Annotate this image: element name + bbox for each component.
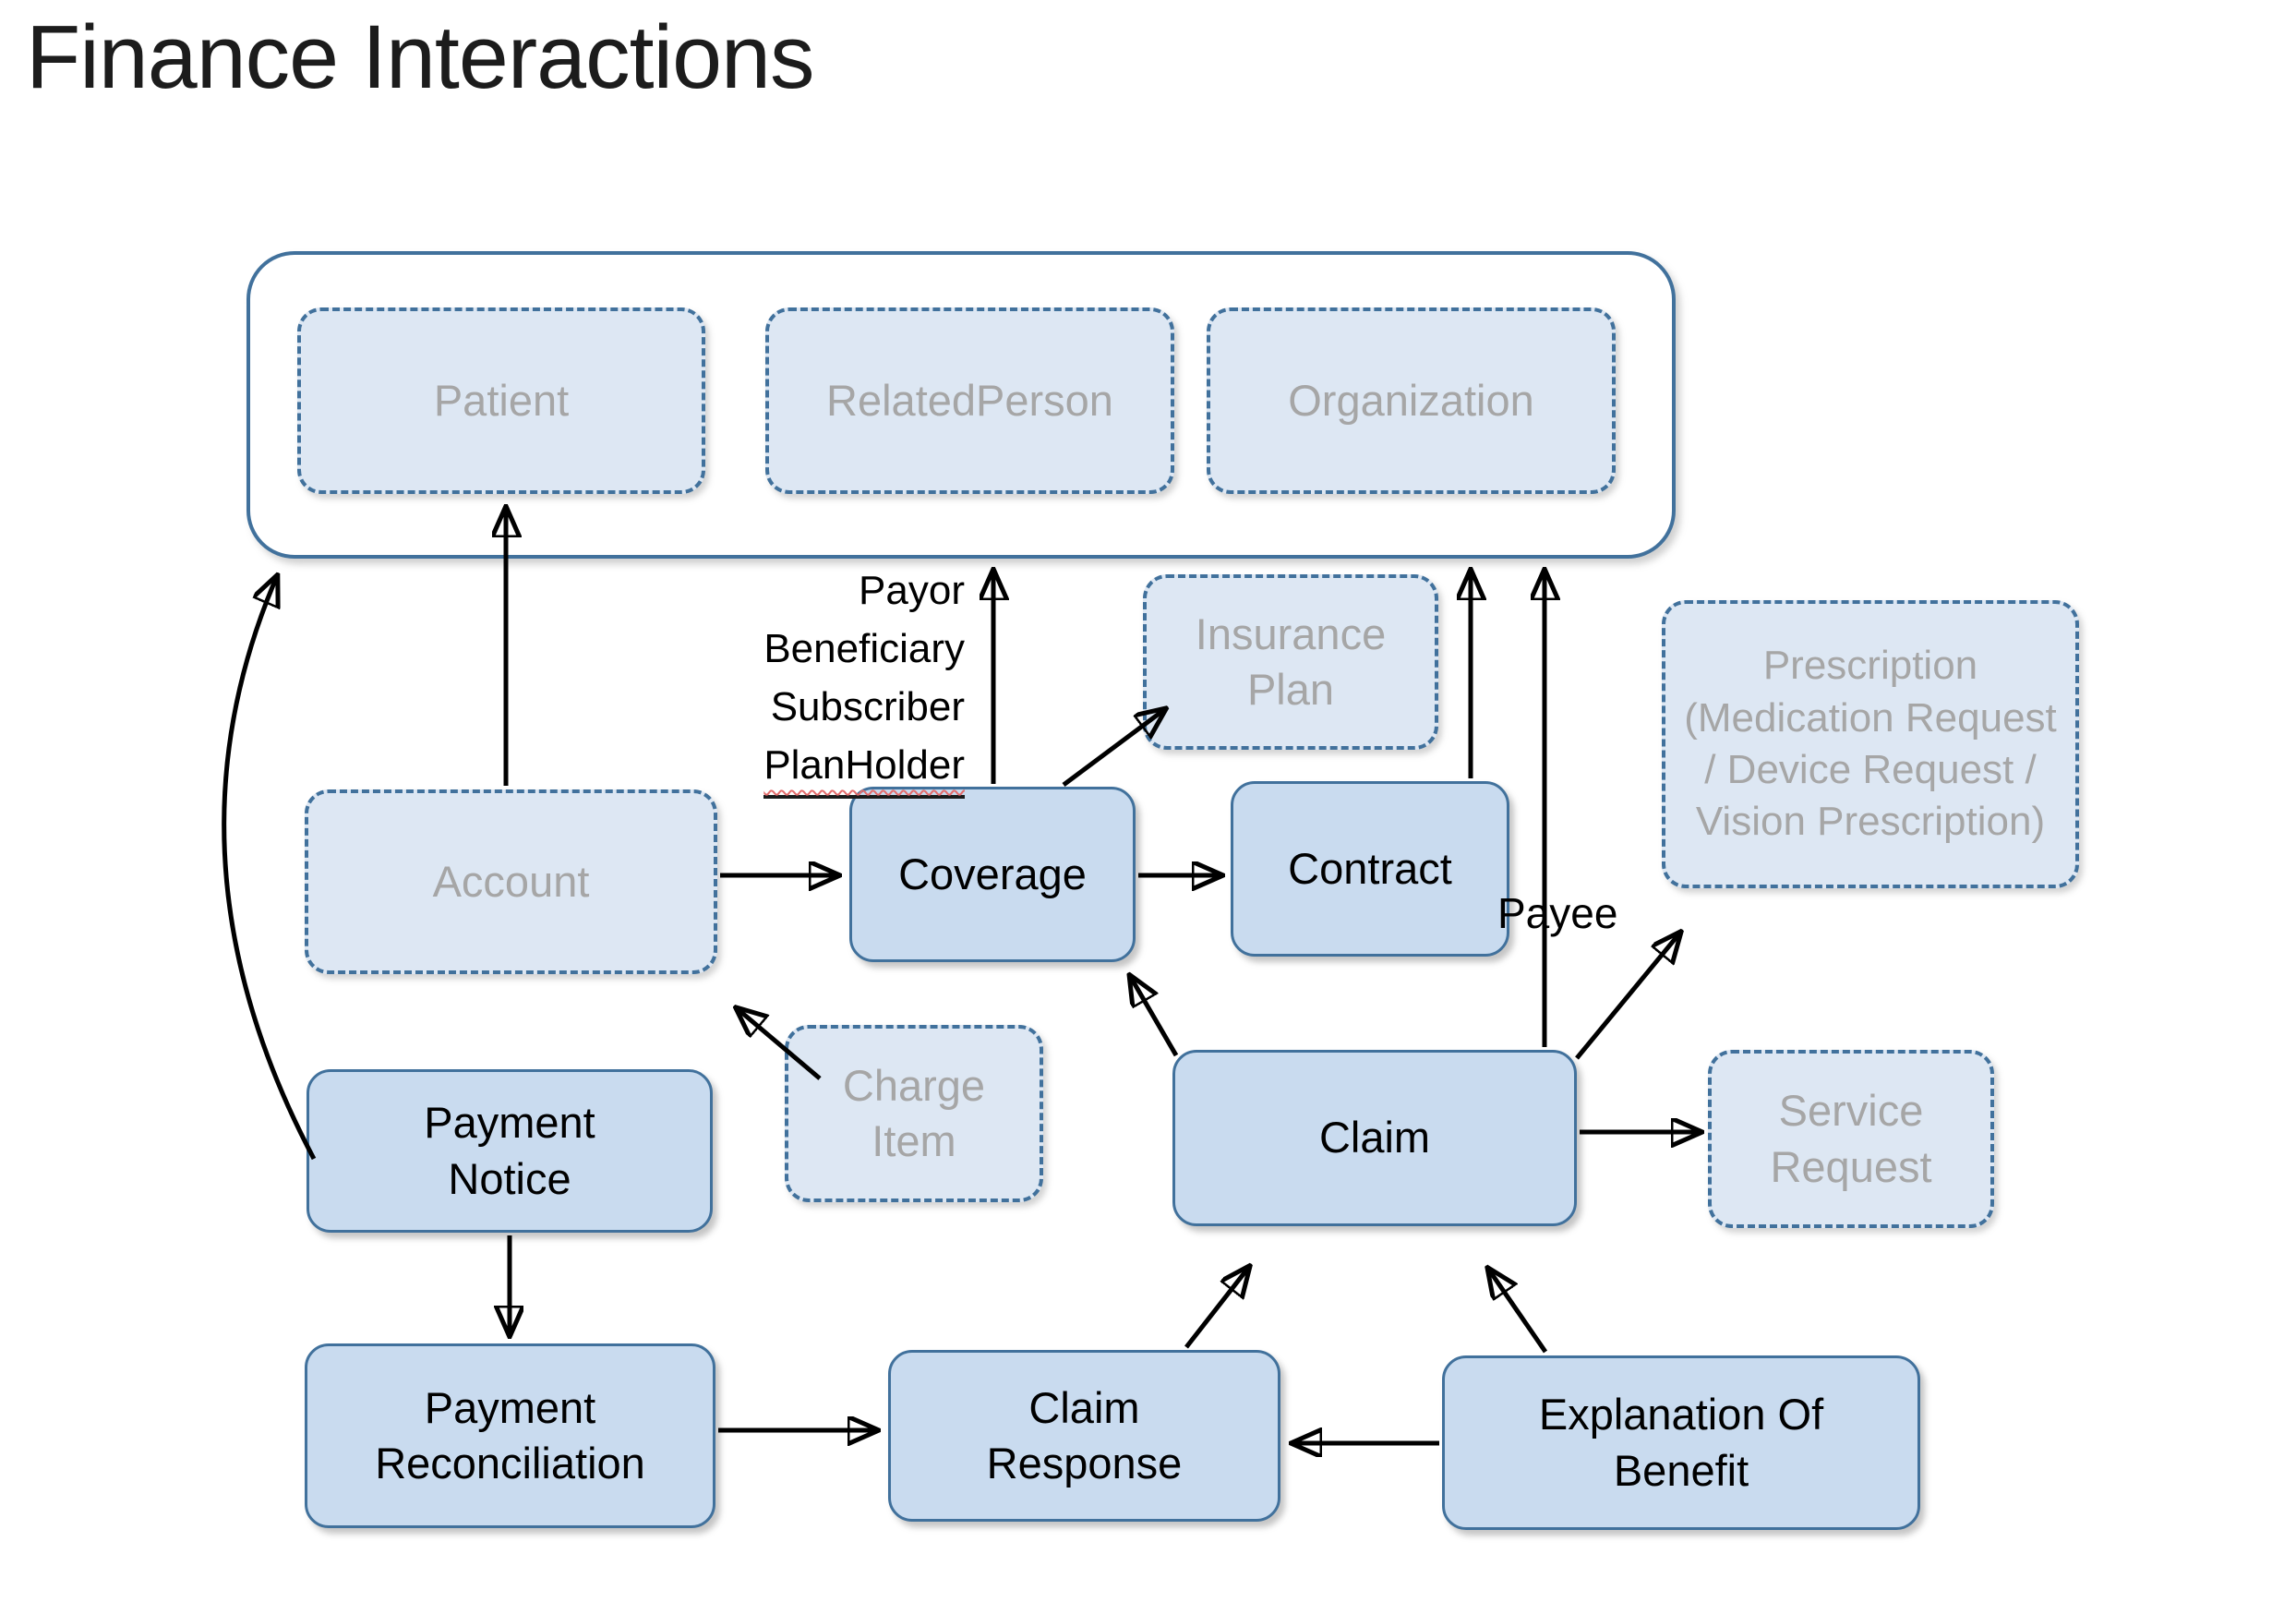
arrow-claim-payee: [1575, 933, 1680, 1060]
page-title: Finance Interactions: [26, 6, 814, 107]
node-charge-item: Charge Item: [785, 1025, 1043, 1202]
node-account: Account: [305, 789, 717, 974]
payee-label: Payee: [1497, 889, 1618, 937]
node-insurance-plan: Insurance Plan: [1143, 574, 1438, 750]
node-patient: Patient: [297, 307, 705, 494]
arrow-payment-notice-to-party-group: [222, 576, 317, 1161]
arrow-claim-response-to-claim: [1184, 1267, 1249, 1349]
coverage-role-subscriber: Subscriber: [770, 684, 965, 729]
node-prescription: Prescription (Medication Request / Devic…: [1662, 600, 2079, 888]
node-claim: Claim: [1172, 1050, 1577, 1226]
node-coverage: Coverage: [849, 787, 1136, 962]
node-service-request: Service Request: [1708, 1050, 1994, 1228]
node-payment-notice: Payment Notice: [307, 1069, 713, 1233]
node-claim-response: Claim Response: [888, 1350, 1280, 1522]
node-related-person: RelatedPerson: [765, 307, 1174, 494]
arrow-explanation-of-benefit-to-claim: [1488, 1269, 1548, 1354]
coverage-role-planholder: PlanHolder: [763, 736, 965, 799]
node-explanation-of-benefit: Explanation Of Benefit: [1442, 1355, 1920, 1530]
coverage-roles-label: Payor Beneficiary Subscriber PlanHolder: [637, 561, 965, 799]
coverage-role-payor: Payor: [859, 568, 965, 613]
node-organization: Organization: [1207, 307, 1616, 494]
node-contract: Contract: [1231, 781, 1509, 957]
coverage-role-beneficiary: Beneficiary: [763, 626, 965, 671]
node-payment-reconciliation: Payment Reconciliation: [305, 1343, 715, 1528]
arrow-claim-to-coverage: [1130, 976, 1179, 1057]
